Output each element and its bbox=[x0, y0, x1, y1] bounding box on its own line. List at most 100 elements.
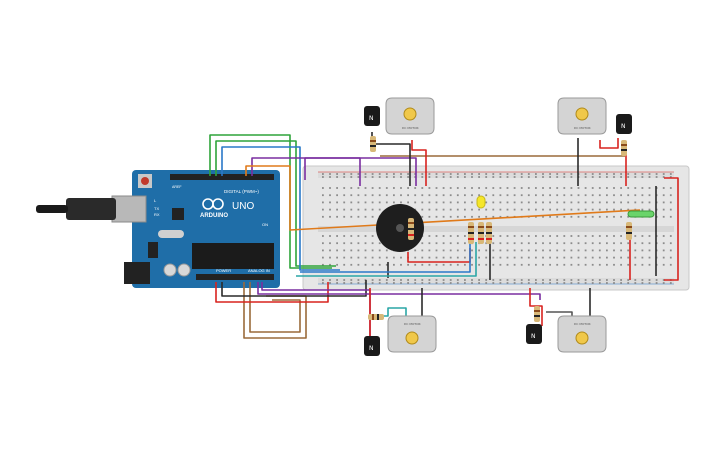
breadboard-hole bbox=[442, 208, 445, 211]
breadboard-hole bbox=[606, 215, 608, 218]
breadboard-hole bbox=[329, 208, 331, 211]
breadboard-hole bbox=[513, 173, 516, 175]
breadboard-hole bbox=[428, 249, 431, 252]
breadboard-hole bbox=[556, 256, 559, 259]
breadboard-hole bbox=[400, 187, 402, 189]
transistor-top-left: N bbox=[364, 106, 380, 126]
breadboard-hole bbox=[606, 249, 608, 252]
breadboard-hole bbox=[364, 263, 367, 266]
breadboard-hole bbox=[634, 176, 637, 178]
breadboard-hole bbox=[669, 242, 672, 245]
breadboard-hole bbox=[449, 279, 452, 281]
breadboard-hole bbox=[570, 187, 573, 189]
breadboard-hole bbox=[527, 201, 530, 204]
breadboard-hole bbox=[577, 208, 580, 211]
breadboard-hole bbox=[563, 279, 566, 281]
breadboard-hole bbox=[442, 201, 445, 204]
breadboard-hole bbox=[584, 282, 587, 284]
breadboard-hole bbox=[563, 242, 566, 245]
breadboard-hole bbox=[350, 208, 353, 211]
breadboard-hole bbox=[549, 282, 551, 284]
analog-label: ANALOG IN bbox=[248, 268, 270, 273]
reset-button[interactable] bbox=[141, 177, 149, 185]
breadboard-hole bbox=[627, 256, 630, 259]
breadboard-hole bbox=[471, 208, 473, 211]
breadboard-hole bbox=[613, 242, 615, 245]
breadboard-hole bbox=[527, 187, 530, 189]
breadboard-hole bbox=[542, 194, 544, 197]
breadboard-hole bbox=[527, 176, 530, 178]
breadboard-hole bbox=[421, 187, 424, 189]
breadboard-hole bbox=[613, 176, 615, 178]
breadboard-hole bbox=[378, 187, 381, 189]
breadboard-hole bbox=[485, 279, 488, 281]
breadboard-hole bbox=[442, 249, 445, 252]
breadboard-hole bbox=[584, 256, 587, 259]
breadboard-hole bbox=[329, 215, 331, 218]
transistor-top-right: N bbox=[616, 114, 632, 134]
breadboard-hole bbox=[428, 235, 431, 237]
breadboard-hole bbox=[549, 201, 551, 204]
breadboard-hole bbox=[598, 263, 601, 266]
breadboard-hole bbox=[591, 242, 594, 245]
breadboard-hole bbox=[456, 249, 459, 252]
transistor-bottom-right: N bbox=[526, 324, 542, 344]
breadboard-hole bbox=[591, 173, 594, 175]
arduino-model: UNO bbox=[232, 201, 254, 212]
breadboard-hole bbox=[556, 187, 559, 189]
breadboard-hole bbox=[520, 282, 523, 284]
breadboard-hole bbox=[577, 242, 580, 245]
breadboard-hole bbox=[492, 176, 495, 178]
breadboard-hole bbox=[542, 176, 544, 178]
breadboard-hole bbox=[499, 279, 502, 281]
breadboard-hole bbox=[641, 282, 644, 284]
breadboard-hole bbox=[563, 187, 566, 189]
breadboard-hole bbox=[669, 187, 672, 189]
breadboard-hole bbox=[549, 256, 551, 259]
breadboard-hole bbox=[577, 263, 580, 266]
breadboard-hole bbox=[669, 235, 672, 237]
breadboard-hole bbox=[442, 215, 445, 218]
breadboard-hole bbox=[669, 176, 672, 178]
breadboard-hole bbox=[520, 256, 523, 259]
breadboard-hole bbox=[648, 201, 651, 204]
breadboard-hole bbox=[456, 235, 459, 237]
breadboard-hole bbox=[527, 249, 530, 252]
breadboard-hole bbox=[464, 249, 466, 252]
breadboard-hole bbox=[435, 279, 438, 281]
breadboard-hole bbox=[449, 263, 452, 266]
svg-text:N: N bbox=[369, 115, 374, 122]
breadboard-hole bbox=[442, 282, 445, 284]
breadboard-hole bbox=[520, 208, 523, 211]
breadboard-hole bbox=[584, 173, 587, 175]
breadboard-hole bbox=[662, 187, 665, 189]
breadboard-hole bbox=[648, 194, 651, 197]
breadboard-hole bbox=[556, 263, 559, 266]
breadboard-hole bbox=[421, 208, 424, 211]
breadboard-hole bbox=[464, 173, 466, 175]
breadboard-hole bbox=[350, 263, 353, 266]
breadboard-hole bbox=[421, 249, 424, 252]
l-label: L bbox=[154, 198, 157, 203]
breadboard-hole bbox=[591, 256, 594, 259]
breadboard-hole bbox=[414, 201, 417, 204]
breadboard-hole bbox=[513, 242, 516, 245]
breadboard-hole bbox=[456, 187, 459, 189]
breadboard-hole bbox=[535, 173, 537, 175]
breadboard-hole bbox=[336, 256, 338, 259]
breadboard-hole bbox=[570, 242, 573, 245]
breadboard-hole bbox=[641, 279, 644, 281]
breadboard-hole bbox=[336, 279, 338, 281]
breadboard-hole bbox=[527, 235, 530, 237]
breadboard-hole bbox=[428, 282, 431, 284]
breadboard-hole bbox=[655, 279, 658, 281]
breadboard-hole bbox=[627, 215, 630, 218]
breadboard-hole bbox=[584, 194, 587, 197]
breadboard-hole bbox=[577, 279, 580, 281]
breadboard-hole bbox=[435, 194, 438, 197]
breadboard-hole bbox=[613, 256, 615, 259]
breadboard-hole bbox=[549, 208, 551, 211]
svg-text:DC MOTOR: DC MOTOR bbox=[574, 126, 591, 130]
breadboard-hole bbox=[535, 187, 537, 189]
breadboard-hole bbox=[485, 173, 488, 175]
